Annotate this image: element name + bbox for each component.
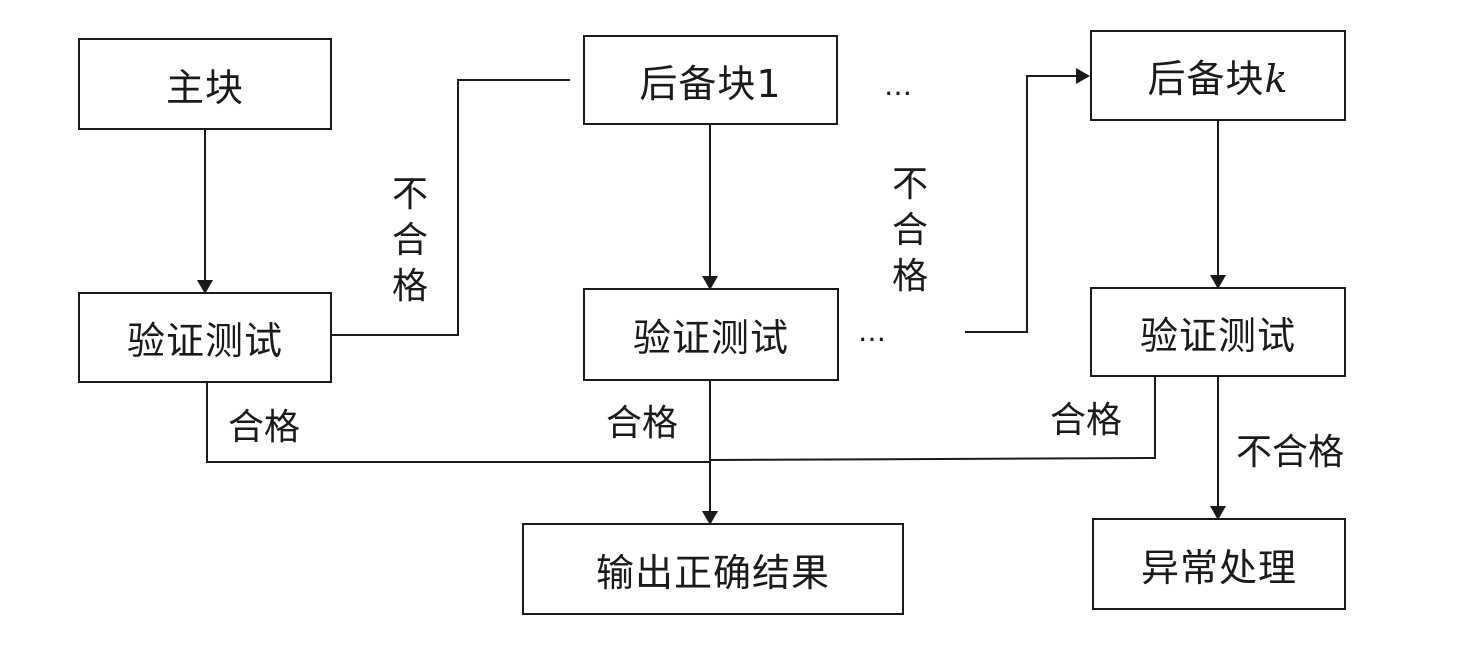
verify-test-1-box: 验证测试 (78, 292, 332, 383)
verify-test-3-box: 验证测试 (1090, 287, 1346, 377)
fail-label-vertical-2-char-1: 不 (891, 164, 928, 205)
backup-block-k-prefix: 后备块 (1147, 57, 1265, 101)
backup-block-1-box: 后备块1 (583, 35, 838, 125)
arrow-fail-to-backupk (965, 68, 1090, 333)
output-result-box: 输出正确结果 (522, 523, 904, 615)
backup-block-1-label: 后备块1 (639, 61, 782, 106)
backup-block-k-label: 后备块k (1147, 48, 1288, 103)
fail-label-exception: 不合格 (1236, 432, 1345, 473)
verify-test-2-box: 验证测试 (583, 288, 839, 381)
line-verify3-pass (709, 377, 1156, 461)
pass-label-2: 合格 (606, 403, 679, 444)
fail-label-vertical-2: 不 合 格 (890, 162, 930, 300)
fail-label-vertical-1-char-2: 合 (391, 220, 428, 261)
verify-test-2-label: 验证测试 (632, 316, 789, 360)
backup-block-k-box: 后备块k (1090, 30, 1346, 121)
fail-label-vertical-1: 不 合 格 (390, 172, 430, 310)
exception-handling-label: 异常处理 (1140, 545, 1297, 590)
line-verify1-fail-to-backup1 (332, 79, 570, 336)
fail-label-vertical-1-char-3: 格 (391, 266, 428, 307)
backup-block-k-index: k (1264, 57, 1289, 101)
ellipsis-middle: … (858, 315, 887, 348)
pass-label-1: 合格 (228, 407, 301, 448)
exception-handling-box: 异常处理 (1092, 518, 1346, 610)
fail-label-vertical-2-char-2: 合 (891, 210, 928, 251)
fail-label-vertical-2-char-3: 格 (891, 256, 928, 297)
ellipsis-top: … (884, 69, 913, 102)
verify-test-1-label: 验证测试 (126, 319, 283, 363)
fail-label-vertical-1-char-1: 不 (391, 174, 428, 215)
pass-label-3: 合格 (1050, 400, 1123, 441)
output-result-label: 输出正确结果 (595, 550, 830, 595)
main-block-label: 主块 (165, 65, 244, 110)
main-block-box: 主块 (78, 38, 332, 130)
verify-test-3-label: 验证测试 (1139, 313, 1296, 358)
line-verify1-pass (206, 383, 710, 463)
